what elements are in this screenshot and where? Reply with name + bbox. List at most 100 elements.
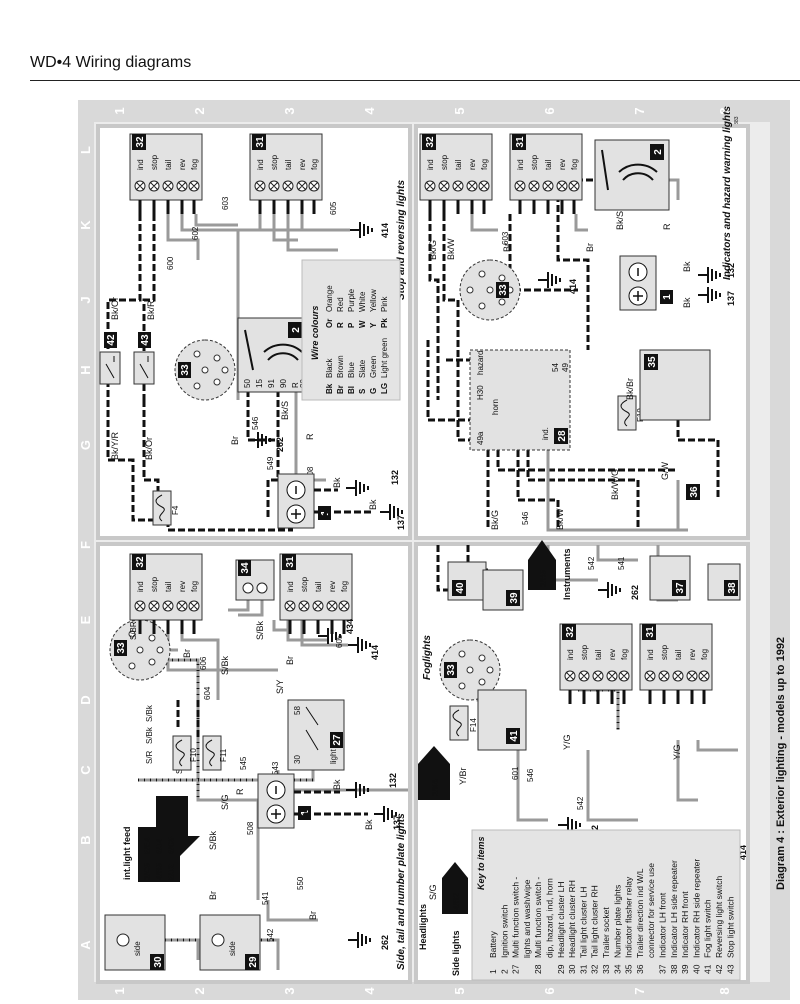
column-label: K <box>78 220 93 230</box>
key-item-text: Trailer direction ind W/L <box>635 868 645 958</box>
wire-number: 550 <box>296 876 305 890</box>
wire-colour-name: Brown <box>336 355 345 378</box>
wire-label: S/G <box>428 884 438 900</box>
wire-label: S/Bk <box>145 726 154 744</box>
component-badge <box>132 134 146 150</box>
component-number: 1 <box>662 294 673 300</box>
wire-number: 542 <box>587 556 596 570</box>
column-band-top <box>78 100 94 1000</box>
wire-colours-legend: Wire colours <box>301 259 401 401</box>
key-item-number: 29 <box>556 964 566 974</box>
component-number: 43 <box>140 334 151 346</box>
ref-label: 6/G5 <box>167 836 176 854</box>
lamp-label: tail <box>594 650 603 660</box>
lamp-label: tail <box>164 160 173 170</box>
lamp-label: ind <box>136 159 145 170</box>
pin-label: 58 <box>293 706 302 715</box>
wire-label: Bk/Y/R <box>110 431 120 460</box>
wire-number: 546 <box>251 416 260 430</box>
key-item-text: Fog light switch <box>703 899 713 958</box>
wire-label: S/Bk <box>145 704 154 722</box>
wire-label: Bk/W <box>446 238 456 260</box>
wire-colour-name: Light green <box>380 338 389 378</box>
fuse-label: F10 <box>189 748 198 762</box>
wire-number: 545 <box>239 756 248 770</box>
arrow-label: Headlights <box>418 904 428 950</box>
component-badge <box>252 134 266 150</box>
wire-number: 602 <box>191 226 200 240</box>
row-label: 2 <box>192 107 207 114</box>
row-label: 4 <box>362 107 377 115</box>
lamp-label: rev <box>558 159 567 170</box>
wire-colour-name: Slate <box>358 359 367 378</box>
ref-label: 2/K6 <box>431 779 440 796</box>
wire-label: Br <box>308 911 318 920</box>
panel-title: Side, tail and number plate lights <box>396 813 407 970</box>
key-item-text: Reversing light switch <box>714 876 724 958</box>
wire-colour-code: W <box>358 320 367 328</box>
key-item-number: 30 <box>567 964 577 974</box>
component-number: 32 <box>135 136 146 148</box>
wire-colour-code: Bl <box>347 386 356 394</box>
lamp-label: fog <box>340 581 349 592</box>
wire-number: 543 <box>271 761 280 775</box>
wire-colour-code: Or <box>325 319 334 328</box>
column-label: G <box>78 440 93 450</box>
key-item-text: Multi function switch - <box>533 877 543 958</box>
wire-label: Bk/G <box>428 240 438 260</box>
wire-number: 542 <box>266 928 275 942</box>
key-box <box>471 829 741 981</box>
wire-number: 605 <box>329 201 338 215</box>
lamp-label: ind <box>566 649 575 660</box>
wire-label: Bk <box>368 499 378 510</box>
wire-colour-name: Purple <box>347 288 356 312</box>
header-rule <box>30 80 800 81</box>
lamp-label: ind <box>136 581 145 592</box>
key-item-number: 28 <box>533 964 543 974</box>
wiring-diagram-sheet: A B C D E F G H J K L 1 2 3 4 5 6 7 8 1 … <box>78 100 790 1000</box>
wire-colour-code: P <box>347 322 356 328</box>
wire-number: 600 <box>166 256 175 270</box>
lamp-label: tail <box>544 160 553 170</box>
key-item-number: 41 <box>703 964 713 974</box>
column-label: A <box>78 940 93 950</box>
key-item-text: Indicator LH side repeater <box>669 860 679 958</box>
row-band-right <box>78 100 790 122</box>
component-number: 30 <box>153 956 164 968</box>
wire-number: 604 <box>203 686 212 700</box>
lamp-label: stop <box>270 154 279 170</box>
lamp-label: tail <box>314 582 323 592</box>
row-label: 8 <box>717 107 732 114</box>
row-label: 1 <box>112 987 127 994</box>
key-item-text: Tail light cluster RH <box>590 885 600 958</box>
earth-label: 414 <box>370 645 380 660</box>
key-item-number: 27 <box>511 964 521 974</box>
wire-colour-name: Yellow <box>369 289 378 312</box>
switch-label: horn <box>491 399 500 415</box>
pin-label: 91 <box>267 379 276 388</box>
component-number: 42 <box>106 334 117 346</box>
component-number: 31 <box>255 136 266 148</box>
key-item-number: 39 <box>680 964 690 974</box>
wire-colour-name: Blue <box>347 361 356 378</box>
row-label: 7 <box>632 107 647 114</box>
wire-label: Bk/S <box>280 401 290 420</box>
key-item-text: connector for service use <box>646 863 656 958</box>
row-label: 1 <box>112 107 127 114</box>
wire-label: S/Bk <box>220 655 230 675</box>
earth-label: 414 <box>568 279 578 294</box>
wire-label: R <box>235 788 245 795</box>
row-label: 6 <box>542 987 557 994</box>
key-item-text: Indicator RH side repeater <box>691 859 701 958</box>
lamp-label: rev <box>298 159 307 170</box>
key-item-text: Battery <box>488 930 498 958</box>
key-item-number: 35 <box>624 964 634 974</box>
wire-number: 603 <box>221 196 230 210</box>
component-number: 33 <box>446 664 457 676</box>
wiring-diagram: A B C D E F G H J K L 1 2 3 4 5 6 7 8 1 … <box>78 100 790 1000</box>
key-item-text: Trailer socket <box>601 907 611 958</box>
wire-label: Bk/Br <box>625 378 635 400</box>
wire-colour-name: Orange <box>325 285 334 312</box>
lamp-label: rev <box>178 581 187 592</box>
